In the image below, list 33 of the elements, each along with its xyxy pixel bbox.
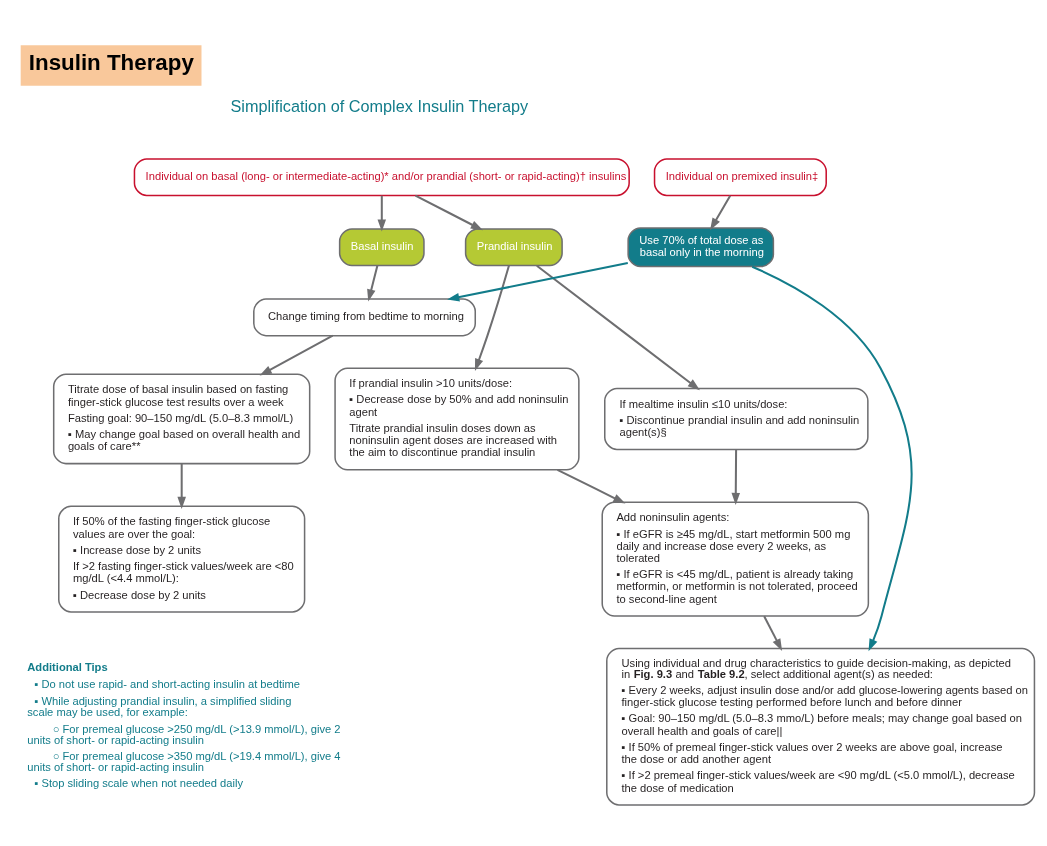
node-box: Prandial insulin (464, 228, 563, 267)
arrow (731, 449, 741, 506)
arrow (710, 195, 732, 231)
label: ○ For premeal glucose >350 mg/dL (>19.4 mmol/L), give 4 units of short- or rapid-acting insulin (27, 750, 341, 774)
arrow (536, 265, 700, 391)
label: ○ For premeal glucose >250 mg/dL (>13.9 mmol/L), give 2 units of short- or rapid-acting insulin (27, 722, 341, 746)
arrow (751, 265, 913, 652)
arrow (763, 615, 783, 651)
node-box: Individual on basal (long- or intermediate-acting)* and/or prandial (short- or rapid-acting)† insulins (133, 158, 630, 197)
diagram-title: Insulin Therapy (28, 50, 194, 76)
node-box: Change timing from bedtime to morning (253, 298, 476, 337)
label: Additional Tips (27, 660, 108, 673)
node-box: Using individual and drug characteristics to guide decision-making, as depicted in Fig. 9.3 and Table 9.2, select additional agent(s) as needed: ▪ Every 2 weeks, adjust insulin dose and/or add glucose-lowering agents based on finger-stick glucose testing performed before lunch and before dinner ▪ Goal: 90–150 mg/dL (5.0–8.3 mmo/L) before meals; may change goal based on overall health and goals of care|| ▪ If 50% of premeal finger-stick values over 2 weeks are above goal, increase the dose or add another agent ▪ If >2 premeal finger-stick values/week are <90 mg/dL (<5.0 mmol/L), decrease the dose of medication (606, 647, 1036, 806)
node-box: Basal insulin (338, 228, 425, 267)
arrow (377, 195, 387, 232)
node-box: Add noninsulin agents: ▪ If eGFR is ≥45 mg/dL, start metformin 500 mg daily and increase dose every 2 weeks, as tolerated ▪ If eGFR is <45 mg/dL, patient is already taking metformin, or metformin is not tolerated, proceed to second-line agent (601, 501, 870, 617)
node-box: Individual on premixed insulin‡ (653, 158, 827, 197)
label: ▪ While adjusting prandial insulin, a simplified sliding scale may be used, for example: (27, 695, 292, 719)
arrow (367, 265, 379, 302)
arrow (447, 262, 628, 302)
arrow (474, 265, 510, 371)
arrow (177, 463, 186, 510)
label: ▪ Stop sliding scale when not needed daily (34, 777, 244, 790)
arrow (415, 194, 483, 231)
node-box: Titrate dose of basal insulin based on fasting finger-stick glucose test results over a week Fasting goal: 90–150 mg/dL (5.0–8.3 mmol/L) ▪ May change goal based on overall health and goals of care** (52, 373, 311, 465)
node-box: If mealtime insulin ≤10 units/dose: ▪ Discontinue prandial insulin and add noninsulin agent(s)§ (604, 387, 869, 451)
node-box: Use 70% of total dose as basal only in the morning (627, 227, 775, 268)
node-box: If prandial insulin >10 units/dose: ▪ Decrease dose by 50% and add noninsulin agent Titrate prandial insulin doses down as noninsulin agent doses are increased with the aim to discontinue prandial insulin (334, 367, 580, 471)
arrow (259, 334, 334, 376)
label: Simplification of Complex Insulin Therapy (230, 96, 529, 115)
label: ▪ Do not use rapid- and short-acting insulin at bedtime (34, 677, 301, 690)
arrow (557, 468, 626, 504)
node-box: If 50% of the fasting finger-stick glucose values are over the goal: ▪ Increase dose by 2 units If >2 fasting finger-stick values/week are <80 mg/dL (<4.4 mmol/L): ▪ Decrease dose by 2 units (58, 505, 306, 613)
